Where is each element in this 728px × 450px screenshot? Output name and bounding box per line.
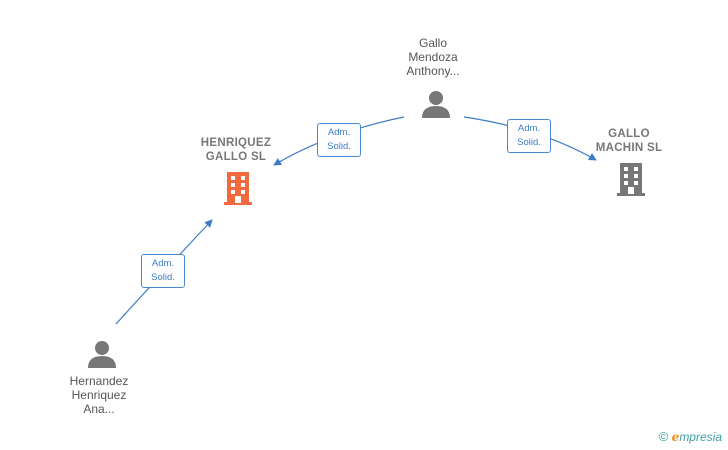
node-label-hernandez[interactable]: Hernandez Henriquez Ana... bbox=[59, 374, 139, 416]
node-label-gallo-machin[interactable]: GALLO MACHIN SL bbox=[585, 127, 673, 155]
node-label-henriquez-gallo[interactable]: HENRIQUEZ GALLO SL bbox=[190, 136, 282, 164]
edge-label-adm-solid[interactable]: Adm. Solid. bbox=[317, 123, 361, 157]
person-icon[interactable] bbox=[87, 340, 117, 368]
node-label-line: Gallo bbox=[418, 36, 447, 50]
brand-logo-e: e bbox=[671, 430, 680, 444]
edge-label-line: Adm. bbox=[517, 123, 541, 134]
edge-label-line: Adm. bbox=[327, 127, 351, 138]
node-label-line: Ana... bbox=[83, 402, 115, 416]
brand-logo-text: mpresia bbox=[679, 430, 722, 444]
empresia-logo: © empresia bbox=[659, 429, 722, 444]
node-label-line: Henriquez bbox=[71, 388, 127, 402]
node-label-line: HENRIQUEZ bbox=[200, 137, 272, 149]
edge-label-adm-solid[interactable]: Adm. Solid. bbox=[507, 119, 551, 153]
edge-label-line: Solid. bbox=[327, 141, 351, 152]
edge-label-line: Solid. bbox=[517, 137, 541, 148]
node-label-line: MACHIN SL bbox=[595, 142, 663, 154]
copyright-symbol: © bbox=[658, 429, 669, 444]
node-label-gallo-mendoza[interactable]: Gallo Mendoza Anthony... bbox=[393, 36, 473, 78]
node-label-line: Hernandez bbox=[69, 374, 129, 388]
person-icon[interactable] bbox=[421, 90, 451, 118]
building-icon[interactable] bbox=[615, 162, 647, 196]
node-label-line: GALLO bbox=[608, 128, 650, 140]
node-label-line: GALLO SL bbox=[205, 151, 267, 163]
edge-label-line: Adm. bbox=[151, 258, 175, 269]
building-icon[interactable] bbox=[222, 171, 254, 205]
node-label-line: Mendoza bbox=[408, 50, 458, 64]
edge-label-line: Solid. bbox=[151, 272, 175, 283]
node-label-line: Anthony... bbox=[406, 64, 460, 78]
edge-label-adm-solid[interactable]: Adm. Solid. bbox=[141, 254, 185, 288]
